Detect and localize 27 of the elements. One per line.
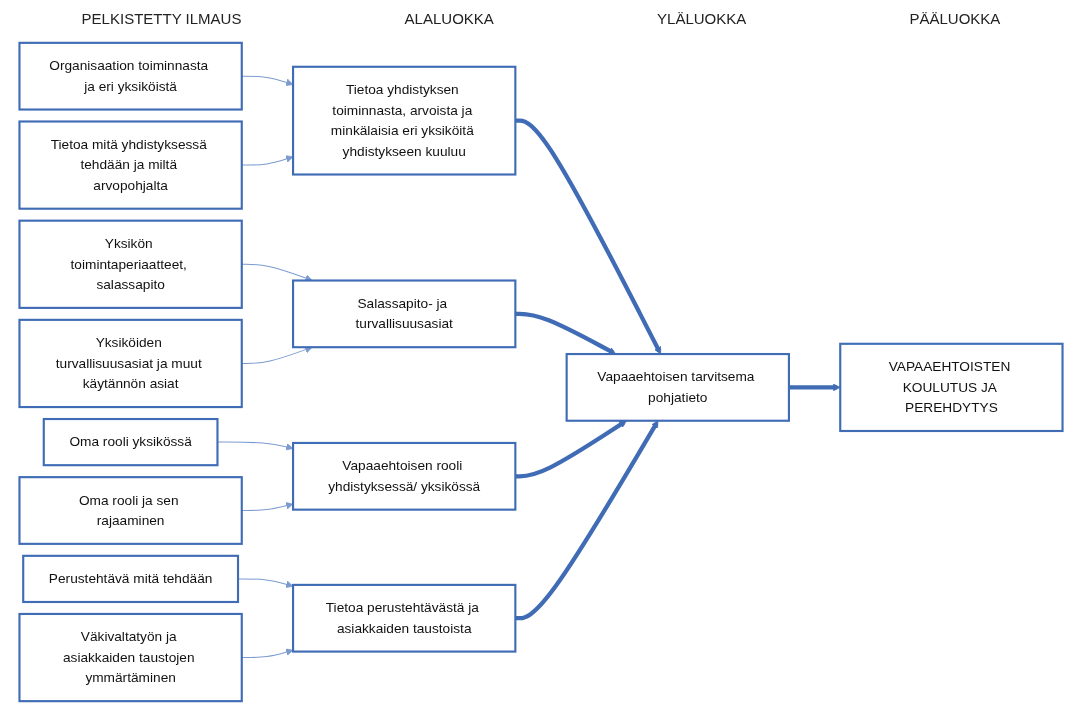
node-box: Oma rooli ja sen rajaaminen xyxy=(18,476,243,545)
column-heading: PELKISTETTY ILMAUS xyxy=(81,9,242,27)
node-box: Tietoa mitä yhdistyksessä tehdään ja miltä arvopohjalta xyxy=(18,120,243,210)
node-box: Väkivaltatyön ja asiakkaiden taustojen ymmärtäminen xyxy=(18,612,243,703)
node-box: Tietoa perustehtävästä ja asiakkaiden taustoista xyxy=(292,583,517,653)
column-heading: PÄÄLUOKKA xyxy=(909,9,1001,27)
column-heading: ALALUOKKA xyxy=(404,9,494,27)
column-heading: YLÄLUOKKA xyxy=(657,9,747,27)
node-box: Perustehtävä mitä tehdään xyxy=(22,554,240,604)
node-box: Vapaaehtoisen rooli yhdistyksessä/ yksikössä xyxy=(292,441,517,511)
node-box: Yksiköiden turvallisuusasiat ja muut käytännön asiat xyxy=(18,318,243,409)
arrow xyxy=(241,75,294,86)
arrow xyxy=(241,648,294,659)
node-box: Organisaation toiminnasta ja eri yksiköistä xyxy=(18,41,243,111)
arrow xyxy=(515,311,617,355)
arrow xyxy=(515,118,662,355)
arrow xyxy=(241,502,294,511)
arrow xyxy=(515,420,659,621)
node-box: Oma rooli yksikössä xyxy=(42,417,219,467)
node-box: VAPAAEHTOISTEN KOULUTUS JA PEREHDYTYS xyxy=(839,342,1064,433)
node-box: Tietoa yhdistyksen toiminnasta, arvoista ja minkälaisia eri yksiköitä yhdistykseen kuuluu xyxy=(292,65,517,176)
arrow xyxy=(788,383,841,392)
node-box: Salassapito- ja turvallisuusasiat xyxy=(292,279,517,349)
node-box: Vapaaehtoisen tarvitsema pohjatieto xyxy=(565,353,790,422)
node-box: Yksikön toimintaperiaatteet, salassapito xyxy=(18,219,243,309)
arrow xyxy=(241,155,294,166)
arrow xyxy=(515,420,627,479)
